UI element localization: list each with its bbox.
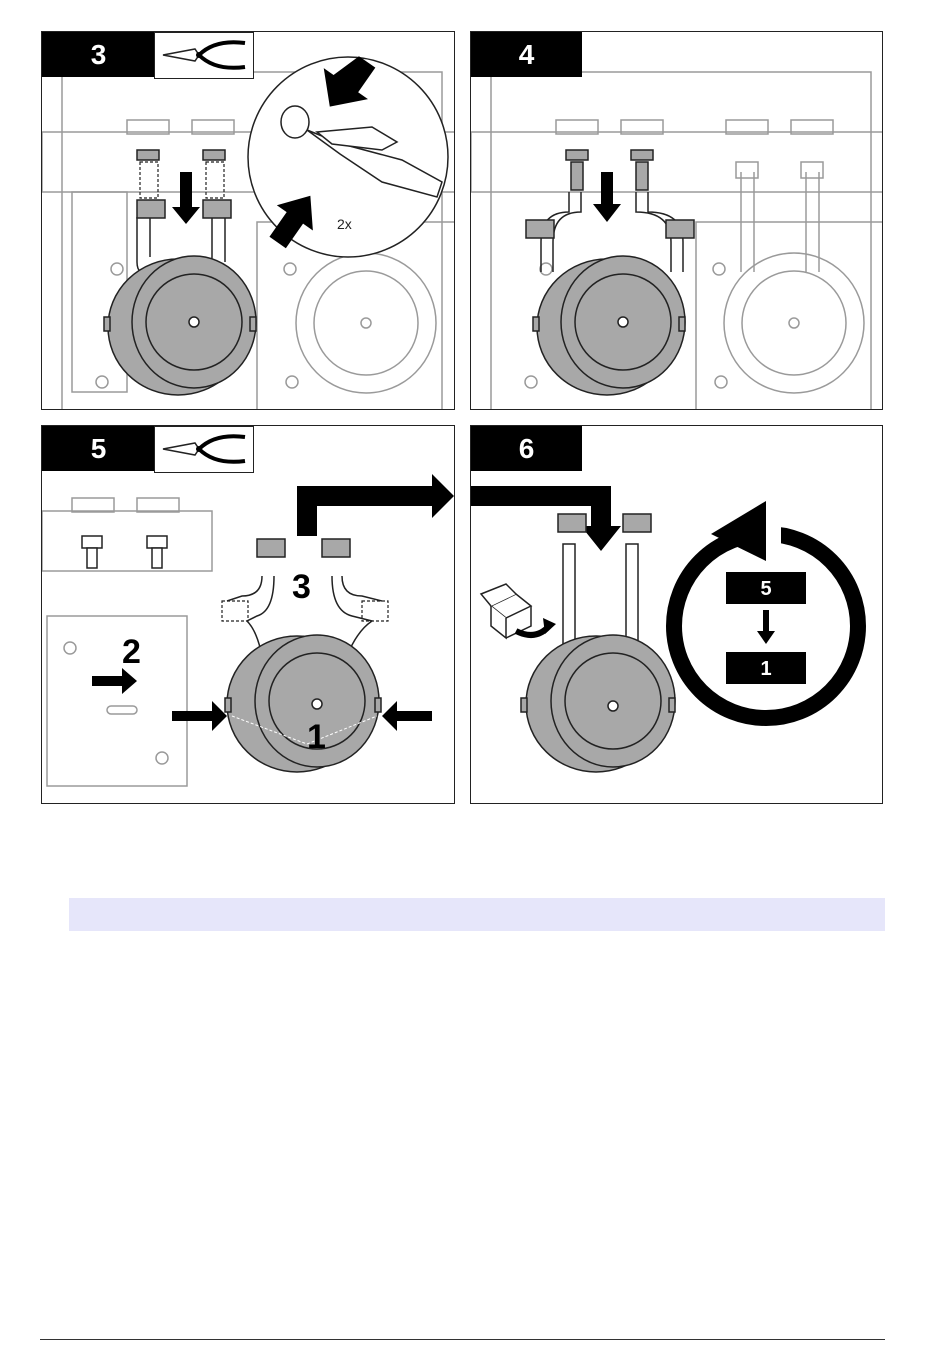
cycle-from-step: 5 — [760, 578, 771, 600]
step-5-panel: 1 2 3 5 — [41, 425, 455, 804]
step-6-panel: 5 1 6 — [470, 425, 883, 804]
tube-box-icon — [481, 584, 531, 638]
step-5-badge: 5 — [42, 426, 155, 471]
step-6-number: 6 — [519, 433, 535, 465]
footer-rule — [40, 1339, 885, 1340]
step-5-callout-2: 2 — [122, 633, 141, 671]
note-bar — [69, 898, 885, 931]
step-4-badge: 4 — [471, 32, 582, 77]
step-5-number: 5 — [91, 433, 107, 465]
step-6-illustration: 5 1 — [471, 426, 883, 804]
step-5-callout-1: 1 — [307, 718, 326, 756]
step-3-badge: 3 — [42, 32, 155, 77]
pliers-icon — [154, 426, 254, 473]
pliers-icon — [154, 32, 254, 79]
step-3-panel: 2x 3 — [41, 31, 455, 410]
cycle-to-step: 1 — [760, 658, 771, 680]
step-4-panel: 4 — [470, 31, 883, 410]
step-4-illustration — [471, 32, 883, 410]
step-5-illustration: 1 2 3 — [42, 426, 455, 804]
step-3-repeat-note: 2x — [337, 216, 352, 232]
step-4-number: 4 — [519, 39, 535, 71]
step-3-number: 3 — [91, 39, 107, 71]
step-5-callout-3: 3 — [292, 568, 311, 606]
step-6-badge: 6 — [471, 426, 582, 471]
step-3-illustration: 2x — [42, 32, 455, 410]
